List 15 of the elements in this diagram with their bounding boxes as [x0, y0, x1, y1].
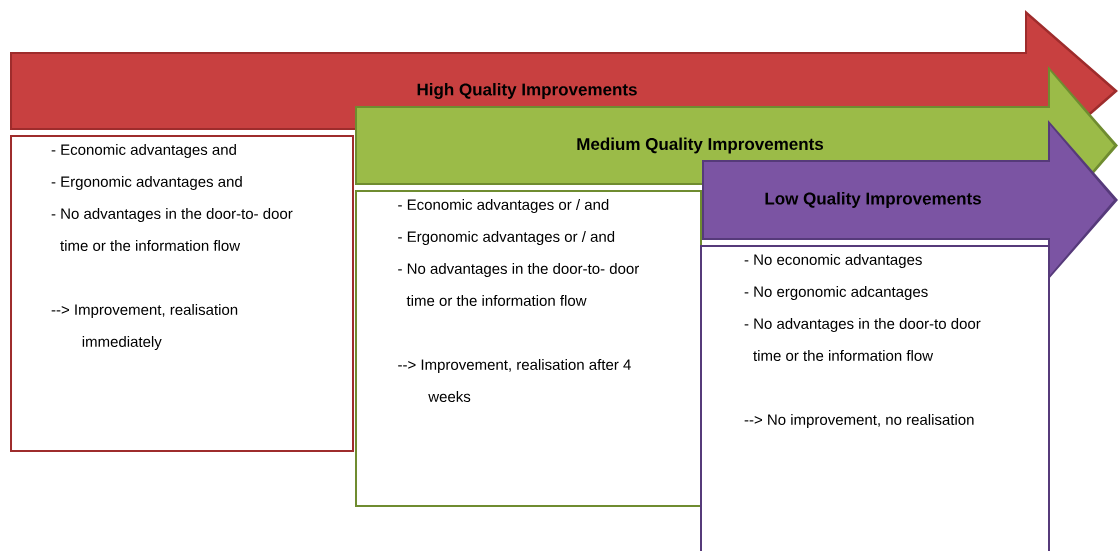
- text-box: [355, 190, 702, 507]
- bullet-text: - No advantages in the door-to- door time or the information flow: [51, 208, 293, 251]
- text-box: [700, 245, 1050, 551]
- bullet-text: - No advantages in the door-to- door time or the information flow: [398, 263, 639, 306]
- conclusion-text: --> No improvement, no realisation: [744, 414, 974, 428]
- conclusion-text: --> Improvement, realisation immediately: [51, 304, 238, 350]
- bullet-text: - Ergonomic advantages or / and: [398, 231, 615, 245]
- bullet-text: - No advantages in the door-to door time or the information flow: [744, 318, 981, 361]
- conclusion-text: --> Improvement, realisation after 4 weeks: [398, 359, 631, 402]
- bullet-text: - Ergonomic advantages and: [51, 176, 242, 190]
- bullet-text: - No economic advantages: [744, 254, 922, 268]
- bullet-text: - Economic advantages or / and: [398, 199, 609, 213]
- text-box: [10, 135, 354, 452]
- bullet-text: - Economic advantages and: [51, 144, 236, 158]
- bullet-text: - No ergonomic adcantages: [744, 286, 928, 300]
